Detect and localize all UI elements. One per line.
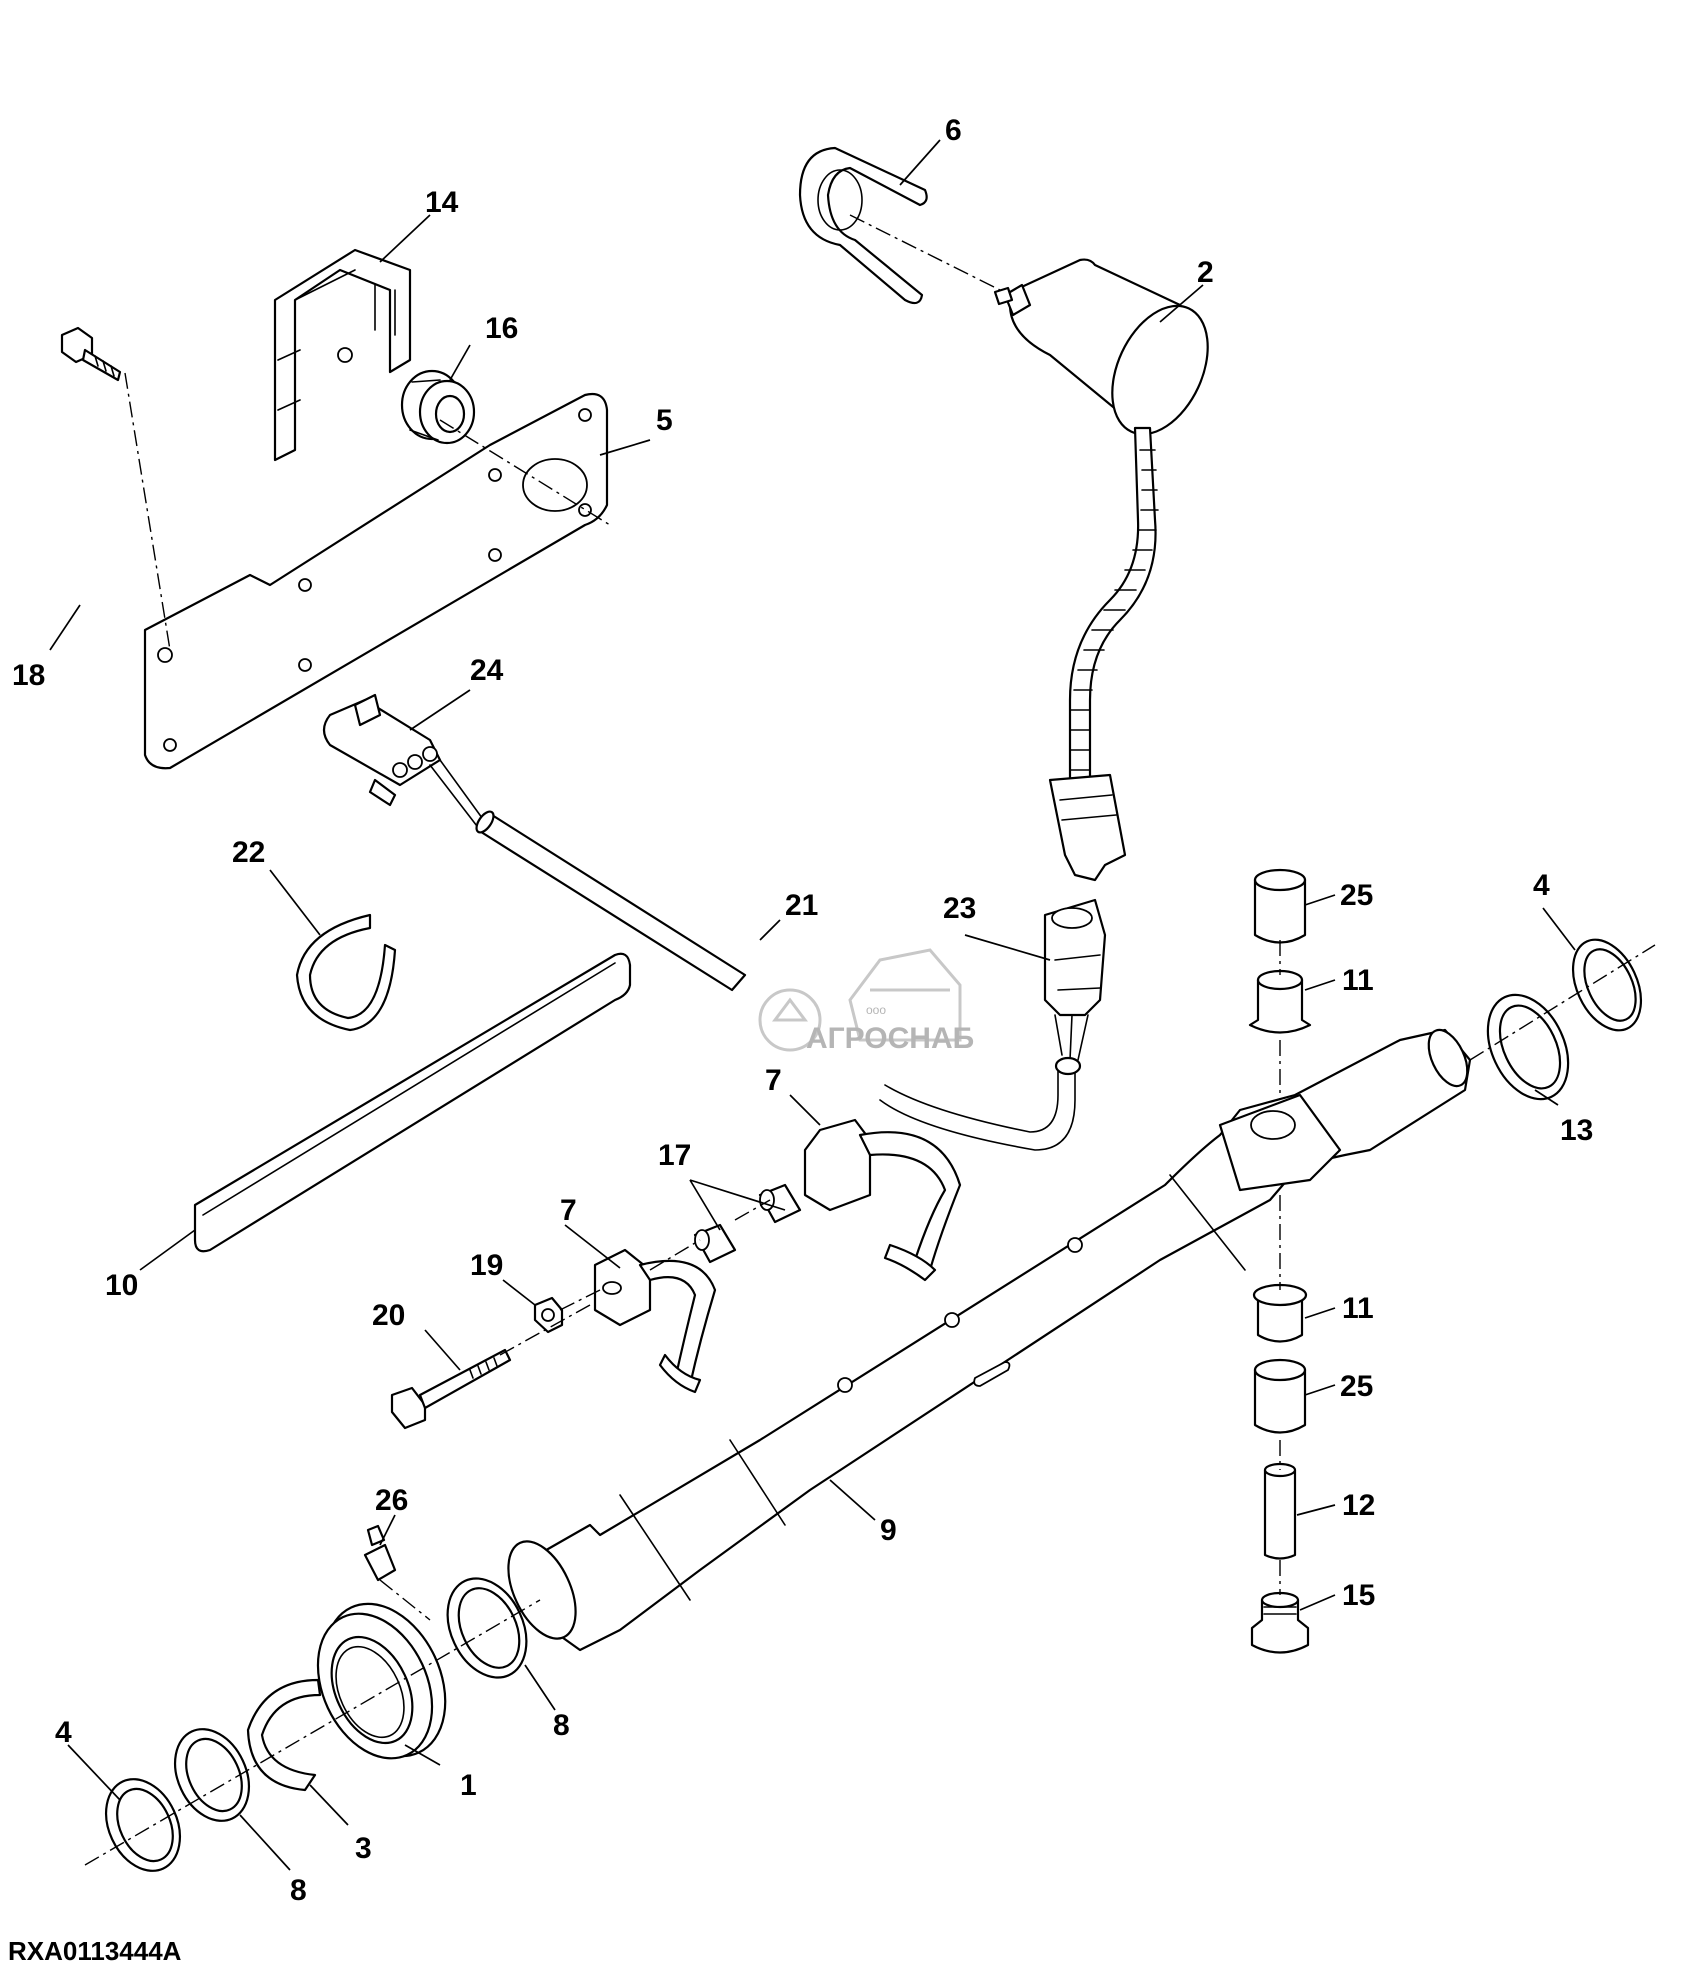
part-21-cable bbox=[429, 759, 1076, 1151]
callout-18: 18 bbox=[12, 659, 45, 692]
callout-19: 19 bbox=[470, 1249, 503, 1282]
leader-lines bbox=[49, 139, 1576, 1871]
assembly-axes bbox=[84, 214, 1656, 1866]
part-26-fitting bbox=[363, 1524, 397, 1582]
callout-3: 3 bbox=[355, 1832, 372, 1865]
watermark-name: АГРОСНАБ bbox=[806, 1022, 974, 1055]
callout-13: 13 bbox=[1560, 1114, 1593, 1147]
part-3-snap-ring bbox=[246, 1678, 322, 1792]
callout-11-upper: 11 bbox=[1342, 964, 1374, 997]
watermark-prefix: ооо bbox=[866, 1003, 886, 1017]
callout-7-upper: 7 bbox=[765, 1064, 782, 1097]
part-14-bracket bbox=[273, 248, 412, 462]
part-23-connector bbox=[1043, 898, 1107, 1076]
callout-9: 9 bbox=[880, 1514, 897, 1547]
callout-1: 1 bbox=[460, 1769, 477, 1802]
part-9-shaft bbox=[507, 1028, 1472, 1652]
callout-10: 10 bbox=[105, 1269, 138, 1302]
part-19-nut bbox=[533, 1296, 564, 1334]
part-13-ring bbox=[1486, 993, 1570, 1101]
callout-8-upper: 8 bbox=[553, 1709, 570, 1742]
callout-17: 17 bbox=[658, 1139, 691, 1172]
part-18-bolt bbox=[60, 326, 122, 382]
callout-7-lower: 7 bbox=[560, 1194, 577, 1227]
part-16-grommet bbox=[400, 369, 476, 445]
callout-4-left: 4 bbox=[55, 1716, 72, 1749]
callout-21: 21 bbox=[785, 889, 818, 922]
part-10-strip bbox=[193, 952, 632, 1253]
callout-11-lower: 11 bbox=[1342, 1292, 1374, 1325]
callout-5: 5 bbox=[656, 404, 673, 437]
callout-14: 14 bbox=[425, 186, 459, 219]
part-20-bolt bbox=[390, 1348, 512, 1430]
callout-25-lower: 25 bbox=[1340, 1370, 1373, 1403]
callout-23: 23 bbox=[943, 892, 976, 925]
callout-4-right: 4 bbox=[1533, 869, 1550, 902]
part-25-bushing-lower bbox=[1253, 1358, 1307, 1434]
part-7-fork-lower bbox=[593, 1248, 717, 1394]
part-2-sensor bbox=[993, 258, 1209, 882]
figure-id: RXA0113444A bbox=[8, 1936, 182, 1966]
part-5-plate bbox=[143, 392, 609, 770]
part-8-ring-lower bbox=[174, 1728, 250, 1822]
part-24-connector bbox=[322, 693, 442, 807]
part-11-bushing-upper bbox=[1248, 969, 1312, 1034]
callout-24: 24 bbox=[470, 654, 504, 687]
part-17-pins bbox=[693, 1183, 802, 1264]
part-15-plug bbox=[1250, 1591, 1310, 1654]
callout-26: 26 bbox=[375, 1484, 408, 1517]
part-4-ring-right bbox=[1571, 938, 1643, 1032]
callout-8-lower: 8 bbox=[290, 1874, 307, 1907]
callout-6: 6 bbox=[945, 114, 962, 147]
part-11-bushing-lower bbox=[1252, 1283, 1308, 1343]
callout-25-upper: 25 bbox=[1340, 879, 1373, 912]
part-7-fork-upper bbox=[803, 1118, 962, 1282]
part-25-bushing-upper bbox=[1253, 868, 1307, 944]
callouts: 6 2 14 16 5 18 24 22 21 23 10 7 7 17 19 … bbox=[12, 114, 1593, 1907]
part-22-snap-ring bbox=[295, 913, 397, 1032]
watermark-logo bbox=[758, 948, 962, 1052]
callout-16: 16 bbox=[485, 312, 518, 345]
callout-12: 12 bbox=[1342, 1489, 1375, 1522]
part-12-pin bbox=[1263, 1462, 1297, 1560]
callout-20: 20 bbox=[372, 1299, 405, 1332]
callout-15: 15 bbox=[1342, 1579, 1375, 1612]
part-4-ring-left bbox=[105, 1778, 181, 1872]
part-8-ring-upper bbox=[446, 1577, 528, 1679]
callout-22: 22 bbox=[232, 836, 265, 869]
part-6-clip bbox=[798, 146, 928, 305]
part-1-bearing bbox=[316, 1602, 447, 1760]
callout-2: 2 bbox=[1197, 256, 1214, 289]
watermark: ооо АГРОСНАБ bbox=[758, 948, 974, 1055]
